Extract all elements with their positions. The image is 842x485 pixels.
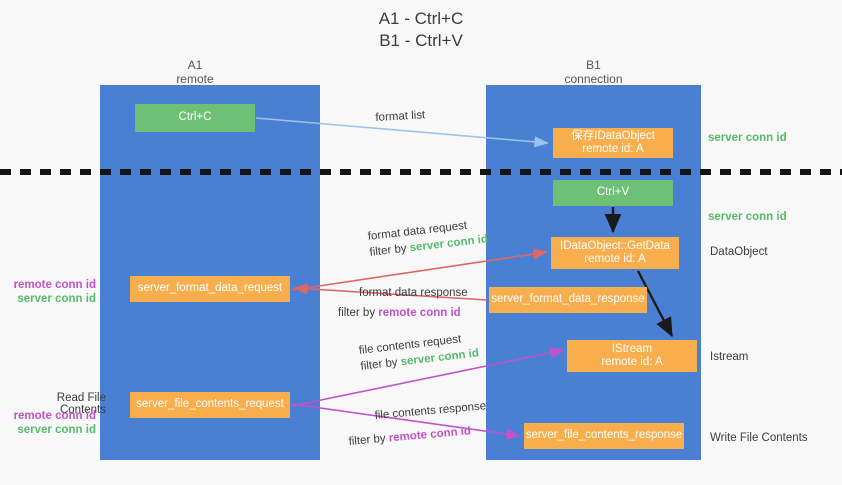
lane-header-a1: A1 remote <box>176 58 214 86</box>
box-istream[interactable]: IStream remote id: A <box>567 340 697 372</box>
filter-by-text-4: filter by <box>348 432 390 448</box>
box-server-file-contents-response[interactable]: server_file_contents_response <box>524 423 684 449</box>
filter-by-text-1: filter by <box>369 242 411 259</box>
label-server-conn-id-top: server conn id <box>708 132 787 144</box>
label-left-conn-ids-upper: remote conn id server conn id <box>8 278 96 306</box>
label-file-contents-response: file contents response <box>374 400 487 422</box>
label-file-contents-request-group: file contents request filter by server c… <box>358 330 480 375</box>
label-format-list: format list <box>375 109 426 124</box>
box-server-format-data-response[interactable]: server_format_data_response <box>489 287 647 313</box>
page-title: A1 - Ctrl+C B1 - Ctrl+V <box>378 9 464 50</box>
label-write-file-contents: Write File Contents <box>710 432 808 444</box>
label-left-conn-ids-lower: remote conn id server conn id <box>8 409 96 437</box>
filter-target-remote-conn-id-2: remote conn id <box>378 307 461 319</box>
label-read-file-contents: Read File Contents <box>56 392 106 416</box>
label-remote-conn-id-1: remote conn id <box>13 279 96 291</box>
label-server-conn-id-left-2: server conn id <box>17 424 96 436</box>
box-ctrl-v[interactable]: Ctrl+V <box>553 180 673 206</box>
label-dataobject: DataObject <box>710 246 768 258</box>
label-server-conn-id-mid: server conn id <box>708 211 787 223</box>
label-istream: Istream <box>710 351 749 363</box>
box-save-idataobject[interactable]: 保存IDataObject remote id: A <box>553 128 673 158</box>
label-remote-conn-id-2: remote conn id <box>13 410 96 422</box>
box-idataobject-getdata[interactable]: IDataObject::GetData remote id: A <box>551 237 679 269</box>
label-format-data-request-group: format data request filter by server con… <box>367 216 489 261</box>
label-format-data-response: format data response <box>359 287 468 299</box>
box-server-file-contents-request[interactable]: server_file_contents_request <box>130 392 290 418</box>
filter-target-remote-conn-id-4: remote conn id <box>388 425 472 445</box>
label-filter-by-4: filter by remote conn id <box>348 423 472 450</box>
label-server-conn-id-left-1: server conn id <box>17 293 96 305</box>
filter-by-text-3: filter by <box>360 356 402 373</box>
box-server-format-data-request[interactable]: server_format_data_request <box>130 276 290 302</box>
filter-by-text-2: filter by <box>338 307 379 319</box>
lane-header-b1: B1 connection <box>564 58 623 86</box>
label-filter-by-2: filter by remote conn id <box>338 305 461 321</box>
box-ctrl-c[interactable]: Ctrl+C <box>135 104 255 132</box>
